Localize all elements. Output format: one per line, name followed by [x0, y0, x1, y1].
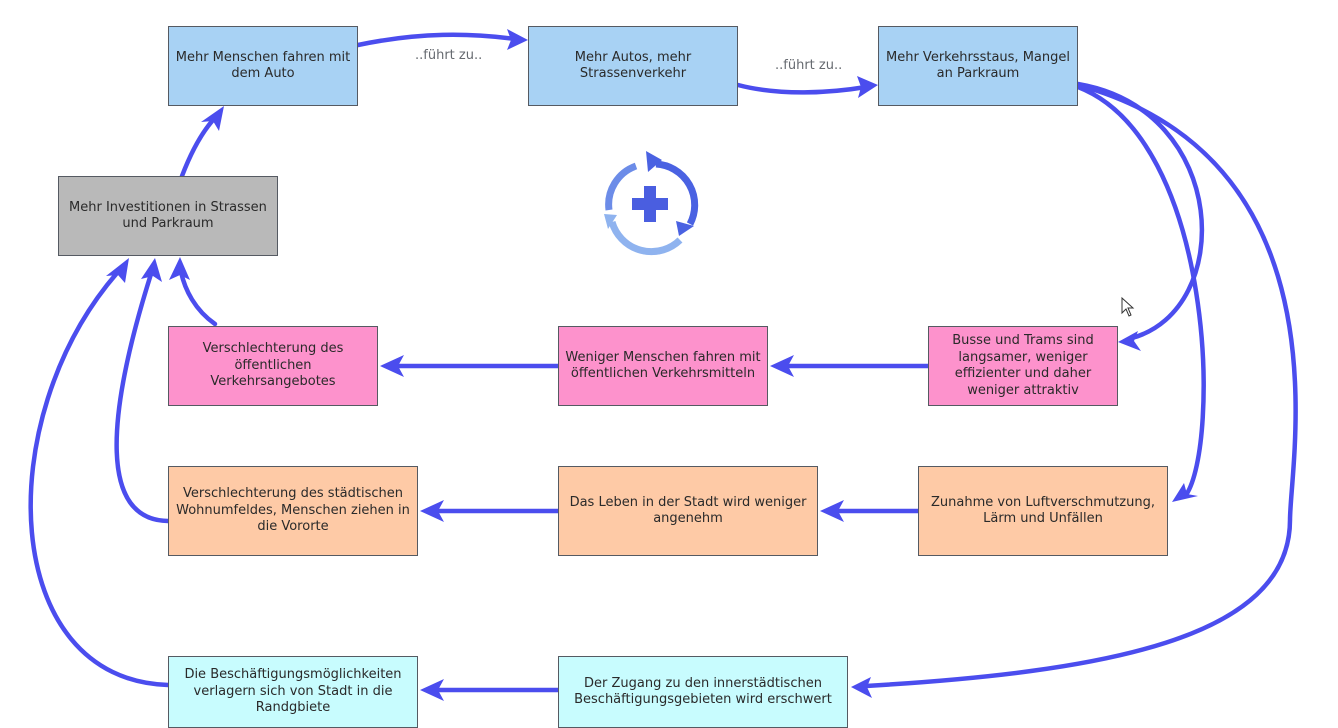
- arrowhead: [141, 258, 162, 282]
- node-investitionen[interactable]: Mehr Investitionen in Strassen und Parkr…: [58, 176, 278, 256]
- arrowhead: [420, 500, 444, 522]
- node-verschlechterung-oev[interactable]: Verschlechterung des öffentlichen Verkeh…: [168, 326, 378, 406]
- node-verkehrsstaus[interactable]: Mehr Verkehrsstaus, Mangel an Parkraum: [878, 26, 1078, 106]
- arrowhead: [1118, 331, 1141, 351]
- edge-n5-n4: [178, 269, 218, 327]
- arrowhead: [201, 106, 224, 131]
- reinforcing-loop-plus-icon: [604, 151, 699, 256]
- node-luftverschmutzung[interactable]: Zunahme von Luftverschmutzung, Lärm und …: [918, 466, 1168, 556]
- arrowhead: [851, 677, 872, 698]
- arrowhead: [420, 679, 444, 701]
- edge-n3-n12: [863, 82, 1298, 689]
- node-busse-trams[interactable]: Busse und Trams sind langsamer, weniger …: [928, 326, 1118, 406]
- arrowhead: [106, 258, 129, 283]
- arrowhead: [857, 76, 878, 98]
- arrowhead: [380, 355, 404, 377]
- mouse-pointer-icon: [1121, 296, 1135, 317]
- edge-label-fuehrt-zu: ..führt zu..: [775, 58, 843, 73]
- edges: [28, 29, 1298, 701]
- node-mehr-autos[interactable]: Mehr Autos, mehr Strassenverkehr: [528, 26, 738, 106]
- edge-n2-n3: [735, 82, 869, 95]
- edge-n1-n2: [355, 32, 518, 48]
- node-weniger-oev[interactable]: Weniger Menschen fahren mit öffentlichen…: [558, 326, 768, 406]
- node-beschaeftigung[interactable]: Die Beschäftigungsmöglichkeiten verlager…: [168, 656, 418, 728]
- edge-n8-n4: [114, 271, 171, 524]
- arrowhead: [507, 29, 528, 50]
- edge-label-fuehrt-zu: ..führt zu..: [415, 48, 483, 63]
- edge-n3-n10: [1075, 84, 1206, 498]
- arrowhead: [770, 355, 794, 377]
- edge-n4-n1: [179, 117, 216, 179]
- arrowhead: [169, 257, 190, 280]
- edge-n11-n4: [28, 270, 171, 688]
- arrowhead: [820, 500, 844, 522]
- node-leben-stadt[interactable]: Das Leben in der Stadt wird weniger ange…: [558, 466, 818, 556]
- arrowhead: [1172, 483, 1198, 502]
- node-wohnumfeld[interactable]: Verschlechterung des städtischen Wohnumf…: [168, 466, 418, 556]
- edge-n3-n7: [1075, 81, 1205, 341]
- node-zugang[interactable]: Der Zugang zu den innerstädtischen Besch…: [558, 656, 848, 728]
- node-mehr-menschen-auto[interactable]: Mehr Menschen fahren mit dem Auto: [168, 26, 358, 106]
